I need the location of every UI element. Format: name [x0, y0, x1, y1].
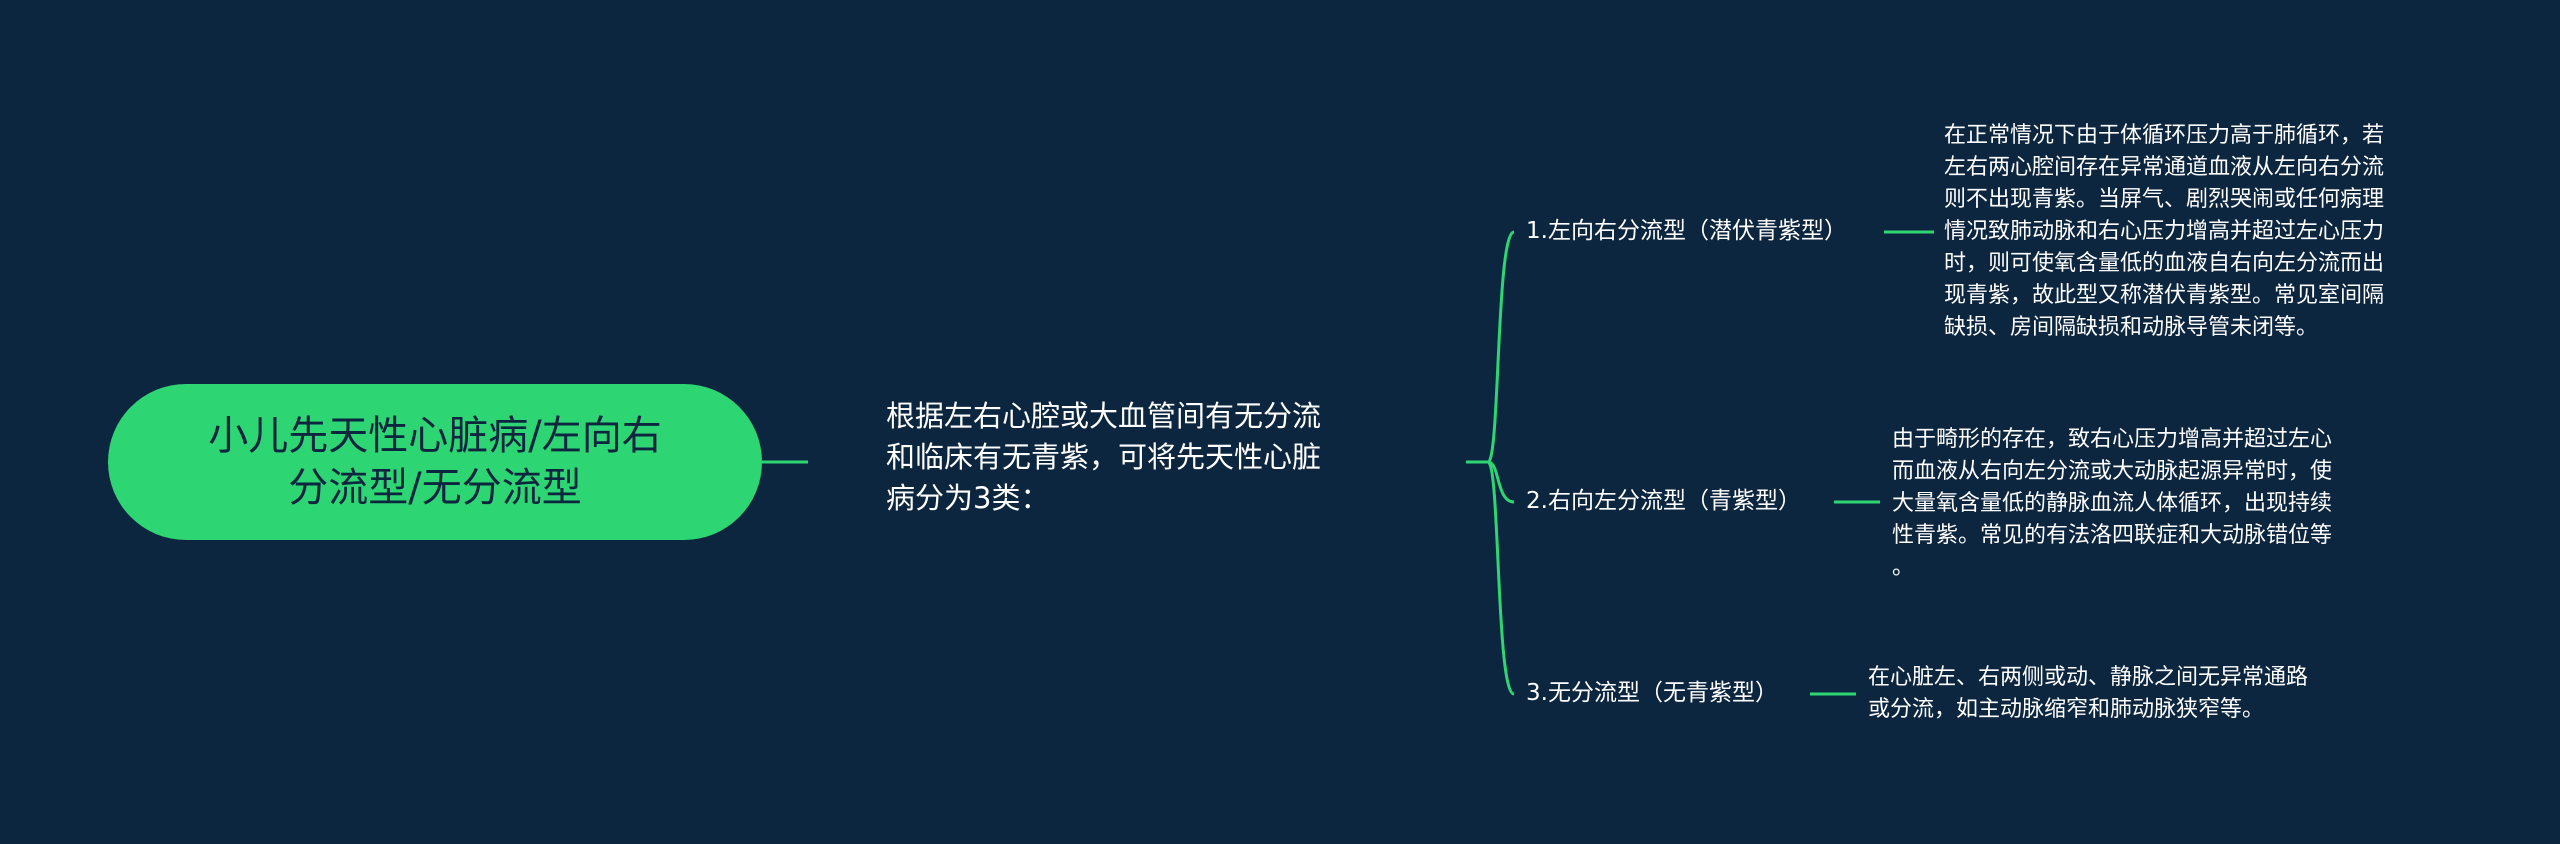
- root-topic-node[interactable]: 小儿先天性心脏病/左向右 分流型/无分流型: [108, 384, 762, 540]
- branch-left-to-right-shunt[interactable]: 1.左向右分流型（潜伏青紫型）: [1526, 218, 1847, 244]
- branch-2-curve: [1487, 460, 1515, 504]
- classification-summary-node[interactable]: 根据左右心腔或大血管间有无分流 和临床有无青紫，可将先天性心脏 病分为3类：: [886, 399, 1322, 515]
- detail-left-to-right-shunt[interactable]: 在正常情况下由于体循环压力高于肺循环，若 左右两心腔间存在异常通道血液从左向右分…: [1944, 123, 2385, 340]
- detail-no-shunt[interactable]: 在心脏左、右两侧或动、静脉之间无异常通路 或分流，如主动脉缩窄和肺动脉狭窄等。: [1868, 665, 2309, 722]
- branch-right-to-left-shunt[interactable]: 2.右向左分流型（青紫型）: [1526, 488, 1801, 514]
- root-topic-text: 小儿先天性心脏病/左向右 分流型/无分流型: [208, 413, 662, 511]
- branch-no-shunt[interactable]: 3.无分流型（无青紫型）: [1526, 680, 1778, 706]
- branch-1-curve: [1486, 230, 1516, 464]
- detail-right-to-left-shunt[interactable]: 由于畸形的存在，致右心压力增高并超过左心 而血液从右向左分流或大动脉起源异常时，…: [1892, 427, 2333, 580]
- branch-3-curve: [1486, 460, 1516, 696]
